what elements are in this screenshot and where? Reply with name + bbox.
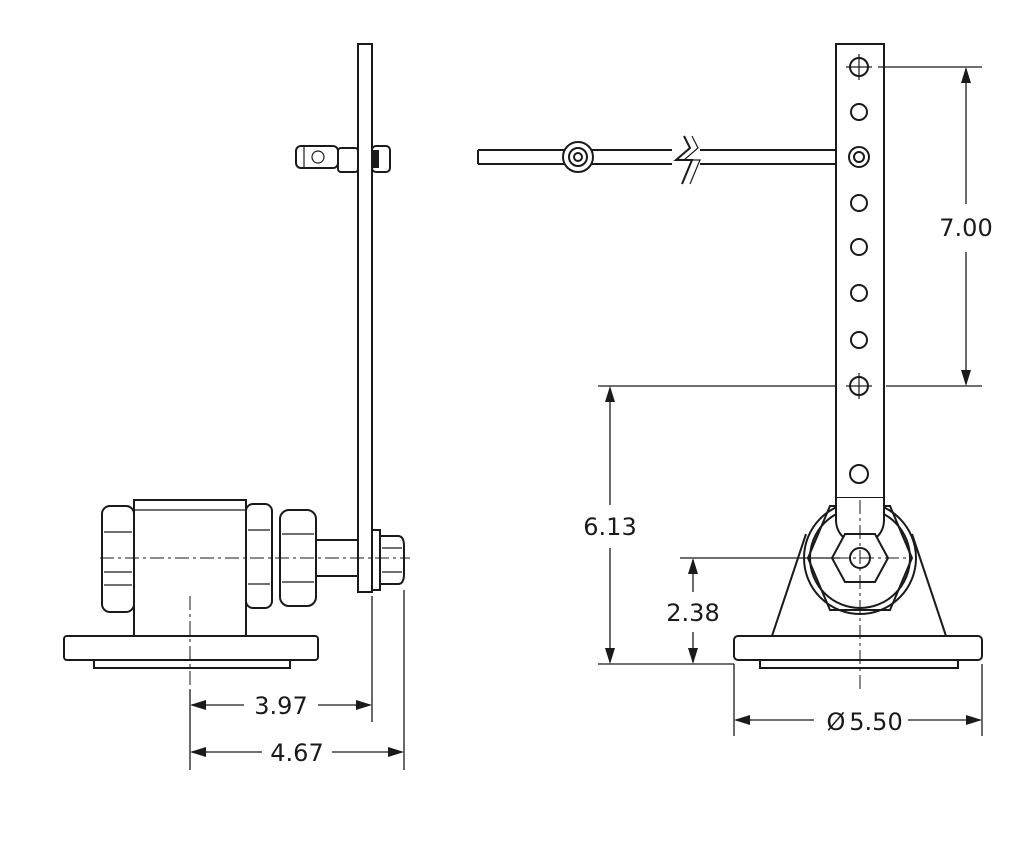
front-base-plate [733,635,983,669]
dim-3-97-label: 3.97 [254,692,307,720]
dim-3-97: 3.97 [189,596,373,770]
side-right-hex-nut [245,503,273,609]
bar-hole [850,103,868,121]
front-bar-holes [846,54,872,484]
front-bracket [771,533,947,637]
bar-hole [850,238,868,256]
bar-hole [848,146,870,168]
side-base-plate [63,635,319,669]
dim-7-00-label: 7.00 [939,214,992,242]
bar-hole [850,194,868,212]
side-end-nut [371,529,405,591]
dim-2-38-label: 2.38 [666,599,719,627]
dim-2-38: 2.38 [666,557,840,664]
front-vertical-bar [835,43,885,499]
dim-4-67: 4.67 [190,590,405,770]
dim-5-50-symbol: Ø [827,708,846,736]
bar-hole [850,284,868,302]
dim-4-67-label: 4.67 [270,739,323,767]
dim-6-13-label: 6.13 [583,513,636,541]
bar-hole [849,464,869,484]
side-view: 3.97 4.67 [63,43,410,770]
dim-5-50-label: 5.50 [849,708,902,736]
side-left-hex-nut [101,505,135,613]
bar-hole [850,331,868,349]
side-shaft [316,539,358,577]
dim-7-00: 7.00 [878,66,993,387]
dim-5-50: Ø 5.50 [733,664,983,736]
side-arm-clamp [295,145,391,173]
dim-6-13: 6.13 [583,385,836,665]
front-view: 7.00 6.13 2.38 Ø [477,43,993,736]
side-vertical-plate [357,43,373,593]
front-horizontal-arm [477,135,836,185]
front-arm-clamp [557,141,599,173]
